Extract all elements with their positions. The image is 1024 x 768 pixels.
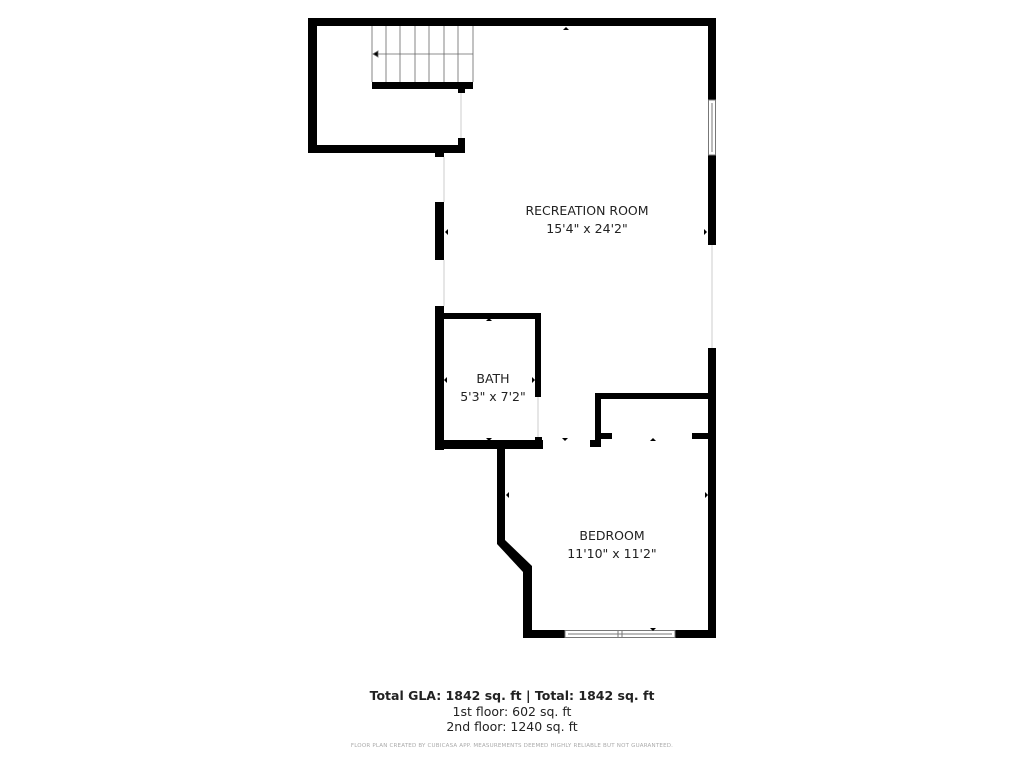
staircase xyxy=(371,26,474,82)
openings xyxy=(443,93,713,437)
windows xyxy=(564,99,716,638)
dimension-markers xyxy=(444,27,708,631)
total-area: Total GLA: 1842 sq. ft | Total: 1842 sq.… xyxy=(369,688,655,703)
disclaimer: FLOOR PLAN CREATED BY CUBICASA APP. MEAS… xyxy=(350,743,674,749)
room-size-recreation: 15'4" x 24'2" xyxy=(546,221,627,236)
second-floor-area: 2nd floor: 1240 sq. ft xyxy=(446,719,578,734)
room-name-recreation: RECREATION ROOM xyxy=(525,203,648,218)
room-size-bath: 5'3" x 7'2" xyxy=(460,389,526,404)
room-name-bedroom: BEDROOM xyxy=(579,528,644,543)
first-floor-area: 1st floor: 602 sq. ft xyxy=(452,704,572,719)
walls xyxy=(308,18,716,638)
room-size-bedroom: 11'10" x 11'2" xyxy=(567,546,656,561)
room-name-bath: BATH xyxy=(476,371,509,386)
